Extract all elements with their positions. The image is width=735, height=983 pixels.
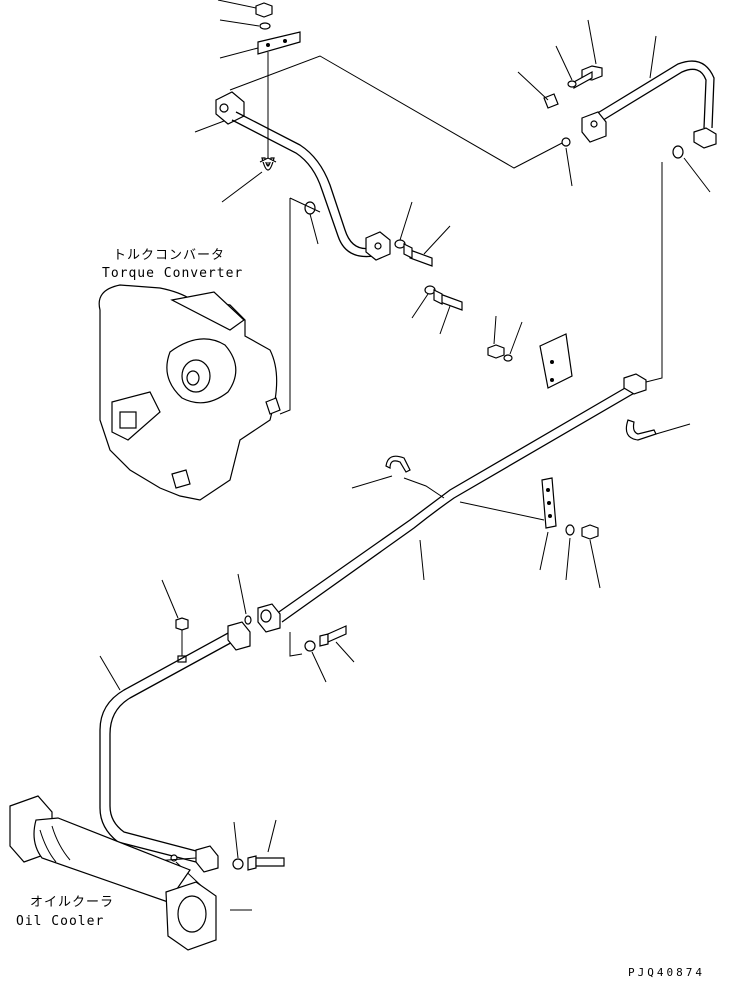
reference-lines (229, 55, 663, 415)
middle-bracket (487, 315, 573, 389)
u-clamp-middle (351, 455, 445, 499)
oil-cooler-label-jp: オイルクーラ (30, 895, 114, 910)
lower-bracket (459, 477, 601, 589)
main-diagonal-pipe (257, 373, 647, 633)
oil-cooler-label-en: Oil Cooler (16, 914, 104, 929)
u-clamp-right (625, 419, 691, 441)
top-bracket-assembly (194, 0, 301, 203)
torque-converter-label-jp: トルクコンバータ (113, 248, 225, 263)
lower-flange-bolts (289, 625, 355, 683)
torque-converter: トルクコンバータ Torque Converter (98, 248, 281, 501)
torque-converter-label-en: Torque Converter (102, 266, 243, 281)
oil-cooler: オイルクーラ Oil Cooler (9, 795, 217, 951)
upper-pipe (215, 91, 391, 261)
oil-cooler-pipe (99, 573, 285, 911)
drawing-code: PJQ40874 (628, 966, 705, 979)
upper-right-pipe (581, 35, 717, 149)
upper-flange-bolts (394, 201, 463, 335)
o-ring-upper (304, 201, 319, 245)
upper-right-fasteners (517, 19, 711, 193)
